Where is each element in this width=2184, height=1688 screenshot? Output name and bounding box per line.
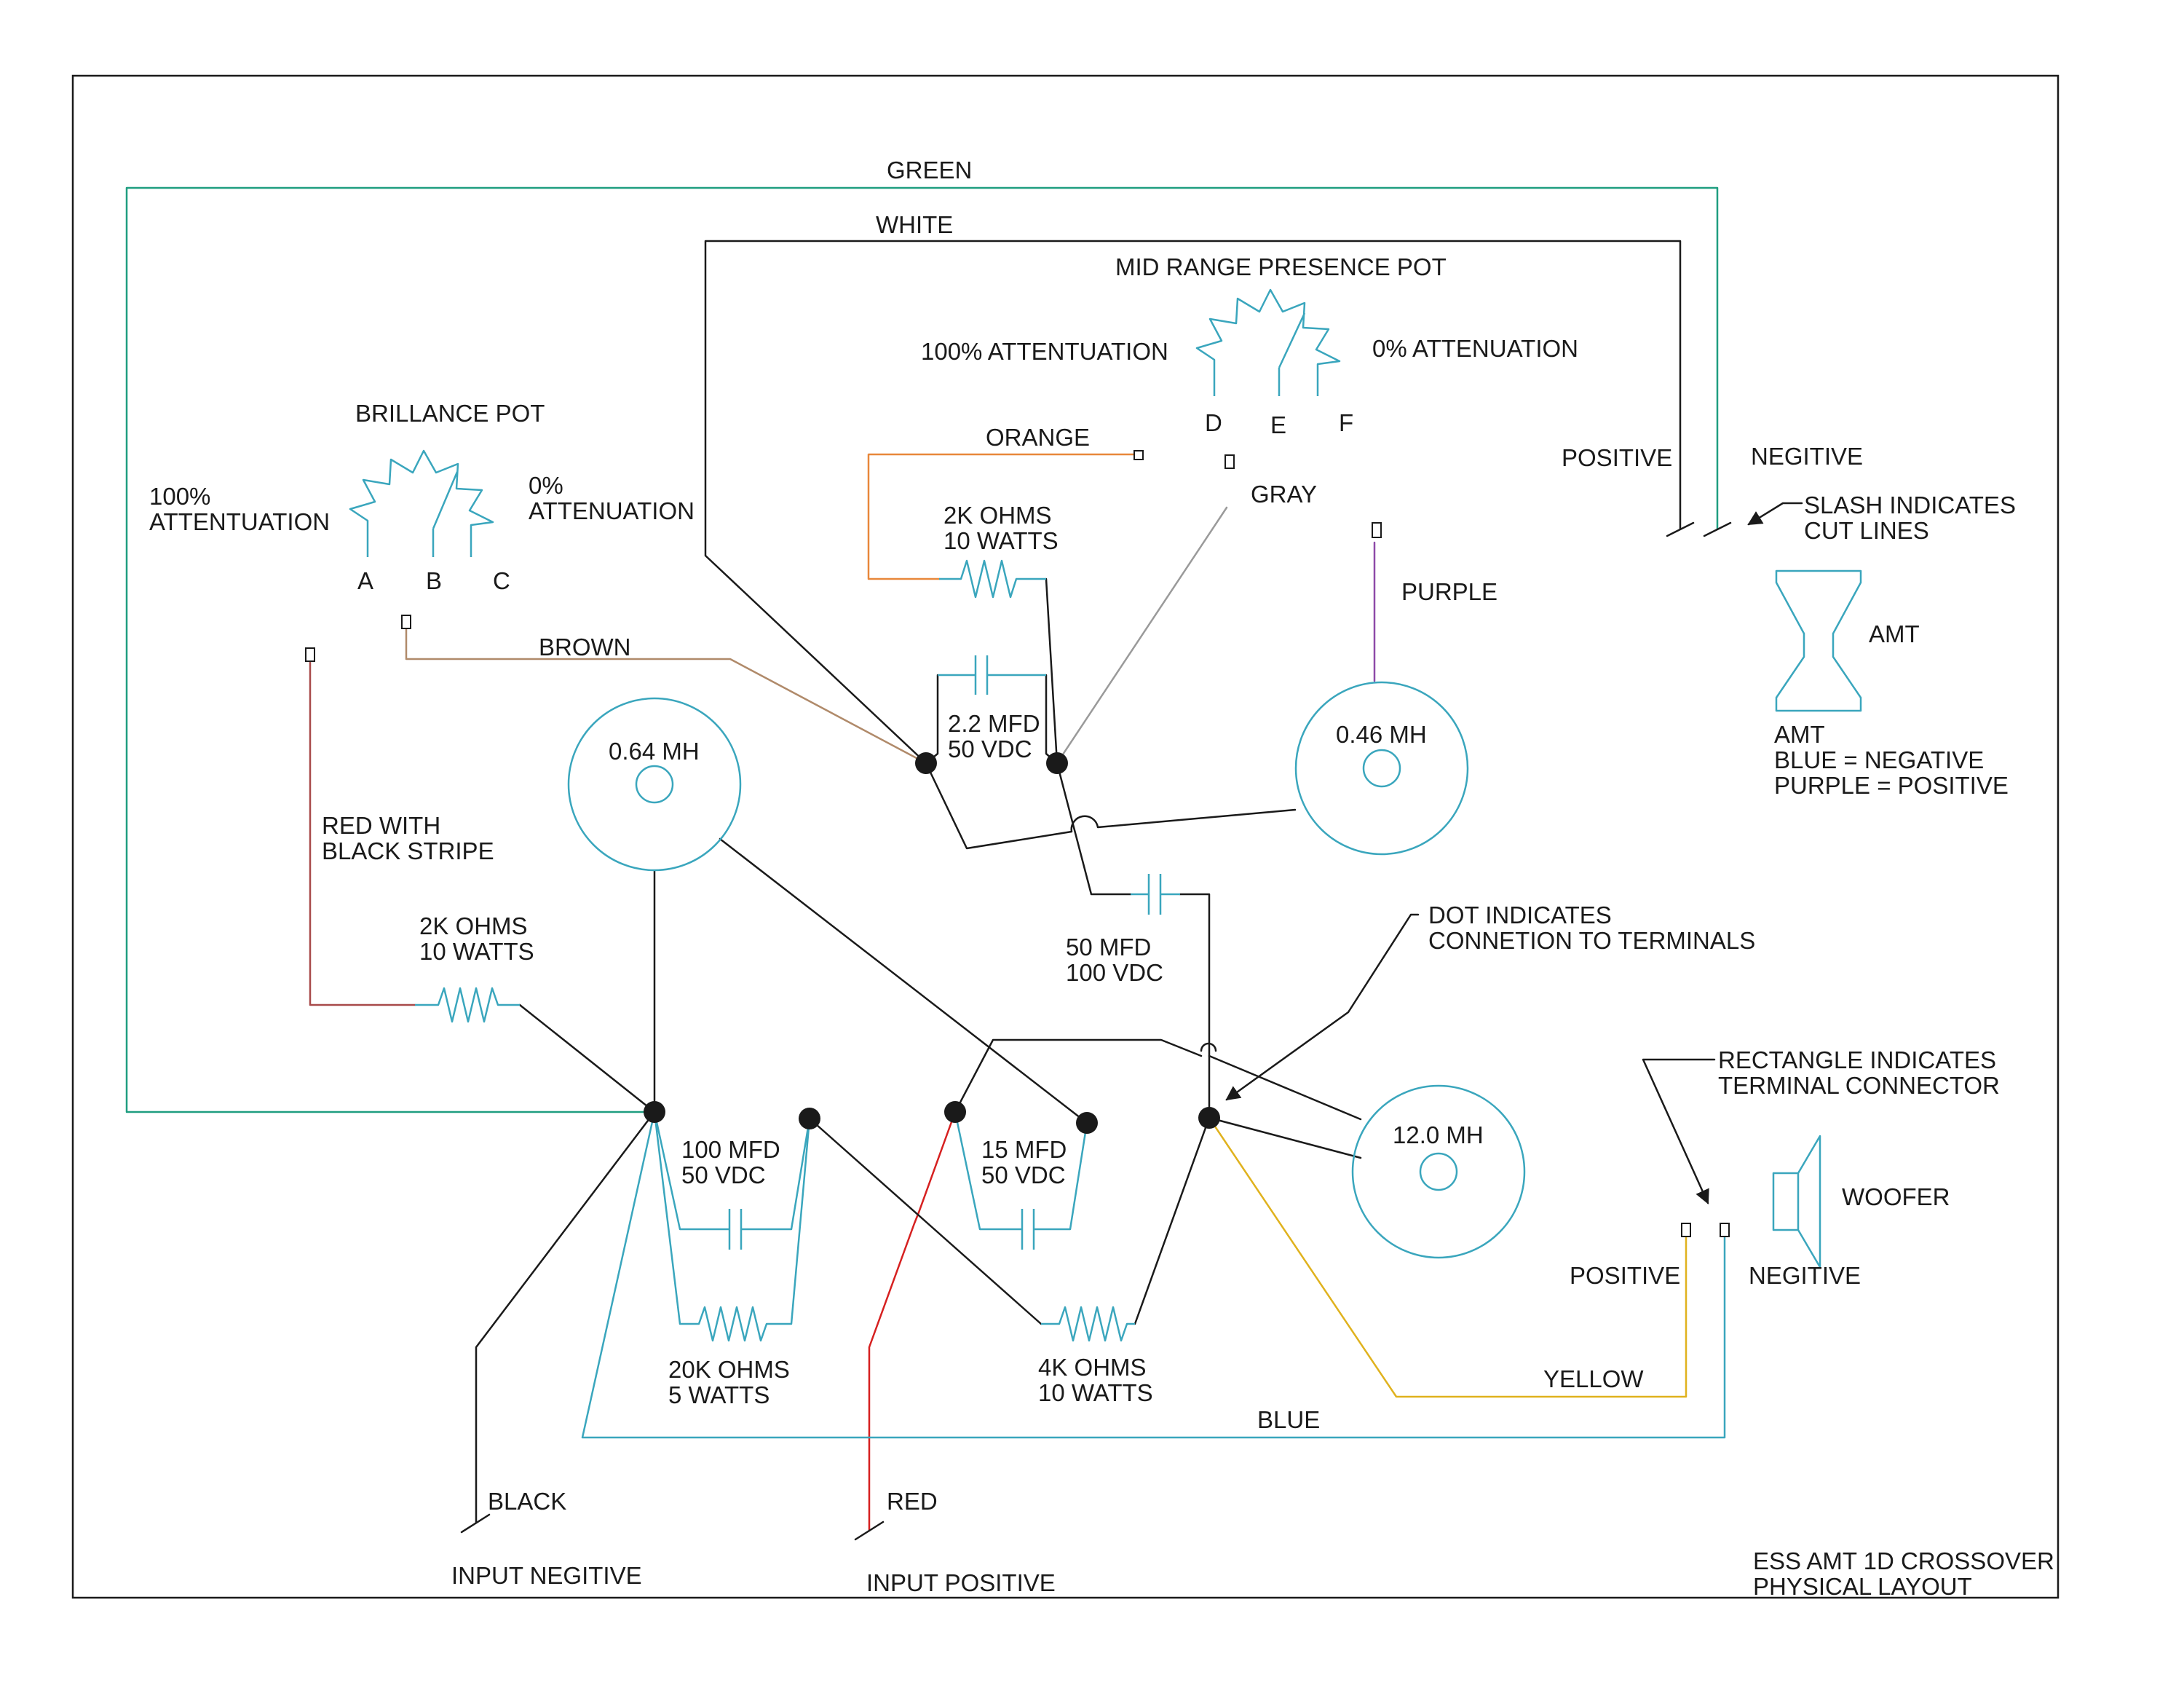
capacitor-2-2mfd — [938, 655, 1046, 695]
black-wire — [475, 1111, 656, 1524]
brill-pot-right-line1: 0% — [529, 472, 563, 499]
mid-pot-title: MID RANGE PRESENCE POT — [1115, 253, 1447, 280]
yellow-wire — [1208, 1116, 1688, 1398]
slash-note-arrow — [1747, 502, 1803, 526]
r-4k-label-line1: 4K OHMS — [1038, 1354, 1147, 1381]
r-left-label-line1: 2K OHMS — [419, 912, 528, 939]
brown-wire-label: BROWN — [539, 634, 631, 660]
mid-pot-left-label: 100% ATTENTUATION — [921, 338, 1168, 365]
cut-line-slashes — [460, 521, 1732, 1541]
dot-note-arrow — [1225, 913, 1420, 1101]
r-20k-label-line1: 20K OHMS — [668, 1356, 790, 1383]
terminal-dots — [644, 752, 1220, 1134]
dot-note-line1: DOT INDICATES — [1428, 902, 1612, 928]
resistor-2k-left — [415, 987, 520, 1023]
capacitor-100mfd — [653, 1111, 811, 1250]
yellow-wire-label: YELLOW — [1543, 1365, 1644, 1392]
brown-wire — [405, 618, 927, 765]
diagram-title-line2: PHYSICAL LAYOUT — [1753, 1573, 1972, 1600]
terminal-connectors — [305, 450, 1730, 1237]
woofer-symbol — [1772, 1135, 1821, 1269]
rect-note-line2: TERMINAL CONNECTOR — [1718, 1072, 2000, 1099]
red-stripe-wire — [309, 652, 416, 1006]
wire-hop — [1200, 1042, 1217, 1052]
brill-pot-pin-c: C — [493, 567, 510, 594]
dot-note-line2: CONNETION TO TERMINALS — [1428, 927, 1755, 954]
white-wire-label: WHITE — [876, 211, 953, 238]
amt-negative-label: NEGITIVE — [1751, 443, 1863, 470]
red-stripe-label-line1: RED WITH — [322, 812, 440, 839]
brillance-pot — [349, 449, 494, 557]
c-top-label-line2: 50 VDC — [948, 735, 1032, 762]
r-left-label-line2: 10 WATTS — [419, 938, 534, 965]
brill-pot-pin-a: A — [357, 567, 373, 594]
coil-0-46mh — [1294, 681, 1469, 856]
blue-wire — [581, 1111, 1726, 1439]
resistor-4k — [1041, 1306, 1135, 1342]
resistor-20k — [653, 1111, 811, 1342]
c-mid-label-line2: 100 VDC — [1066, 959, 1163, 986]
r-top-label-line1: 2K OHMS — [943, 502, 1052, 529]
coil-12mh — [1351, 1084, 1526, 1259]
brill-pot-pin-b: B — [426, 567, 442, 594]
brill-pot-left-line2: ATTENTUATION — [149, 508, 330, 535]
rect-note-line1: RECTANGLE INDICATES — [1718, 1046, 1996, 1073]
green-wire — [125, 186, 1719, 1113]
capacitor-50mfd — [1131, 874, 1180, 915]
orange-wire — [867, 453, 1136, 580]
gray-wire — [1056, 506, 1228, 765]
input-negative-label: INPUT NEGITIVE — [451, 1562, 642, 1589]
slash-note-line1: SLASH INDICATES — [1804, 492, 2016, 518]
woofer-negative-label: NEGITIVE — [1749, 1262, 1861, 1289]
diagram-frame — [71, 74, 2060, 1599]
c-100-label-line2: 50 VDC — [681, 1162, 766, 1188]
coil-a-label: 0.64 MH — [609, 738, 700, 765]
woofer-positive-label: POSITIVE — [1570, 1262, 1680, 1289]
green-wire-label: GREEN — [887, 157, 972, 184]
c-100-label-line1: 100 MFD — [681, 1136, 780, 1163]
blue-wire-label: BLUE — [1257, 1406, 1320, 1433]
r-top-label-line2: 10 WATTS — [943, 527, 1059, 554]
red-wire-label: RED — [887, 1488, 938, 1515]
c-mid-label-line1: 50 MFD — [1066, 934, 1151, 961]
coil-0-64mh — [567, 697, 742, 872]
amt-legend-line1: AMT — [1774, 721, 1825, 748]
resistor-2k-top — [939, 559, 1046, 599]
rect-note-arrow — [1642, 1058, 1716, 1204]
purple-wire-label: PURPLE — [1401, 578, 1497, 605]
r-4k-label-line2: 10 WATTS — [1038, 1379, 1153, 1406]
c-15-label-line2: 50 VDC — [981, 1162, 1066, 1188]
mid-pot-pin-f: F — [1339, 409, 1353, 436]
amt-legend-line2: BLUE = NEGATIVE — [1774, 746, 1984, 773]
brill-pot-right-line2: ATTENUATION — [529, 497, 695, 524]
amt-positive-label: POSITIVE — [1562, 444, 1672, 471]
white-wire — [704, 240, 1682, 765]
slash-note-line2: CUT LINES — [1804, 517, 1929, 544]
brill-pot-title: BRILLANCE POT — [355, 400, 545, 427]
gray-wire-label: GRAY — [1251, 481, 1317, 508]
brill-pot-left-line1: 100% — [149, 483, 210, 510]
red-wire — [868, 1111, 957, 1532]
coil-c-label: 12.0 MH — [1393, 1121, 1484, 1148]
mid-pot-pin-d: D — [1205, 409, 1222, 436]
amt-label: AMT — [1869, 620, 1920, 647]
mid-pot-pin-e: E — [1270, 411, 1286, 438]
diagram-title-line1: ESS AMT 1D CROSSOVER — [1753, 1547, 2054, 1574]
coil-b-label: 0.46 MH — [1336, 721, 1427, 748]
amt-legend-line3: PURPLE = POSITIVE — [1774, 772, 2009, 799]
r-20k-label-line2: 5 WATTS — [668, 1381, 769, 1408]
black-wire-label: BLACK — [488, 1488, 566, 1515]
amt-symbol — [1775, 569, 1862, 712]
mid-range-pot — [1195, 288, 1341, 396]
circuit-wires — [518, 577, 1362, 1325]
woofer-label: WOOFER — [1842, 1183, 1950, 1210]
mid-pot-right-label: 0% ATTENUATION — [1372, 335, 1578, 362]
c-15-label-line1: 15 MFD — [981, 1136, 1067, 1163]
red-stripe-label-line2: BLACK STRIPE — [322, 837, 494, 864]
orange-wire-label: ORANGE — [986, 424, 1090, 451]
input-positive-label: INPUT POSITIVE — [866, 1569, 1056, 1596]
capacitor-15mfd — [954, 1111, 1088, 1250]
c-top-label-line1: 2.2 MFD — [948, 710, 1040, 737]
